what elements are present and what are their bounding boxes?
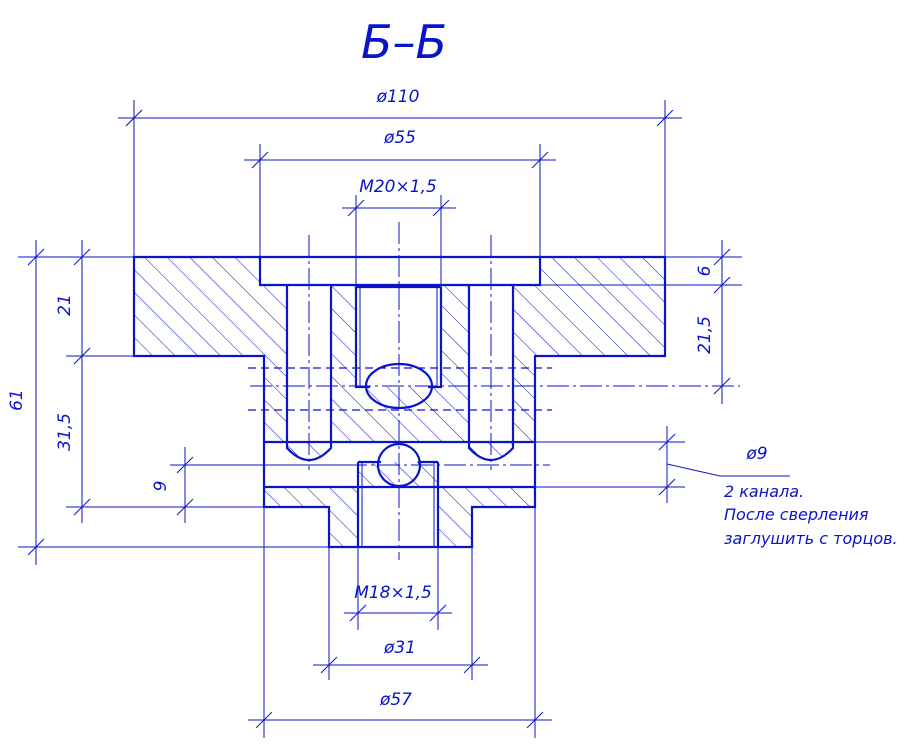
dim-d9: ø9 (745, 444, 767, 464)
dim-h31-5: 31,5 (55, 413, 75, 451)
dim-d31: ø31 (383, 638, 416, 658)
dim-h9: 9 (151, 481, 171, 492)
dim-h21: 21 (55, 294, 75, 316)
dim-h6: 6 (695, 265, 715, 276)
dim-h61: 61 (7, 389, 27, 411)
dim-d57: ø57 (379, 690, 412, 710)
dim-d55: ø55 (383, 128, 416, 148)
dim-m18: M18×1,5 (354, 583, 432, 603)
dim-d110: ø110 (376, 87, 420, 107)
note-line-3: заглушить с торцов. (724, 529, 898, 548)
dim-h21-5: 21,5 (695, 316, 715, 354)
dimension-lines (18, 100, 790, 738)
note-line-2: После сверления (724, 505, 869, 524)
dim-m20: M20×1,5 (359, 177, 437, 197)
note-line-1: 2 канала. (724, 482, 804, 501)
section-title: Б–Б (361, 15, 447, 69)
